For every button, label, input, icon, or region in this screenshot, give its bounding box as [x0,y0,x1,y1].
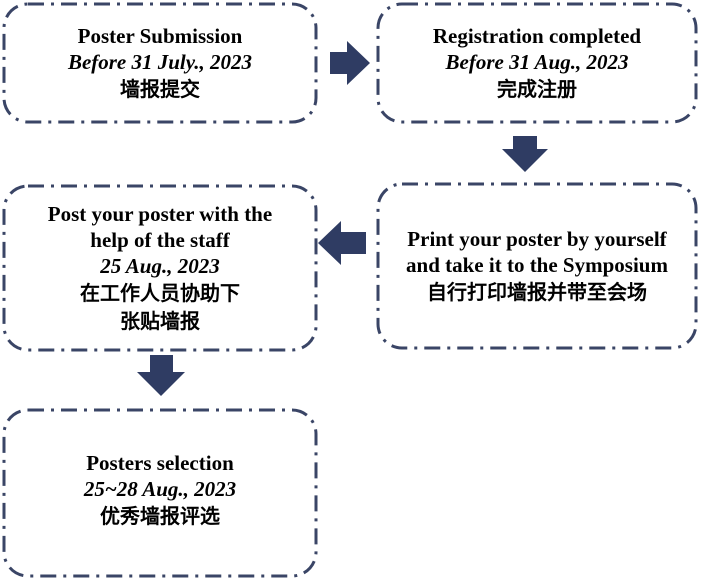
step-2-date: Before 31 Aug., 2023 [445,50,629,74]
step-3-text: Print your poster by yourself and take i… [378,190,696,342]
step-4-date: 25 Aug., 2023 [100,254,220,278]
step-3-title: Print your poster by yourself [407,227,667,251]
step-4-cn-line2: 张贴墙报 [120,309,200,333]
step-2-cn: 完成注册 [497,77,577,101]
box-posters-selection [2,408,318,578]
step-4-text: Post your poster with the help of the st… [4,190,316,346]
step-5-date: 25~28 Aug., 2023 [83,477,237,501]
arrow-down-icon [137,355,185,396]
box-registration [376,2,698,124]
arrow-right-icon [330,41,370,85]
box-print-poster [376,182,698,350]
step-4-title-line2: help of the staff [90,228,230,252]
step-1-text: Poster Submission Before 31 July., 2023 … [4,10,316,116]
step-4-title: Post your poster with the [47,202,273,226]
step-5-title: Posters selection [86,451,234,475]
step-3-title-line2: and take it to the Symposium [406,253,668,277]
step-3-cn: 自行打印墙报并带至会场 [427,280,647,304]
step-2-text: Registration completed Before 31 Aug., 2… [378,10,696,116]
step-2-title: Registration completed [432,24,642,48]
step-1-date: Before 31 July., 2023 [67,50,253,74]
box-post-poster [2,184,318,352]
box-poster-submission [2,2,318,124]
step-1-cn: 墙报提交 [120,77,200,101]
arrow-left-icon [318,221,366,265]
step-4-cn: 在工作人员协助下 [80,281,240,305]
arrow-down-icon [502,136,548,172]
step-5-text: Posters selection 25~28 Aug., 2023 优秀墙报评… [4,430,316,550]
step-1-title: Poster Submission [77,24,243,48]
step-5-cn: 优秀墙报评选 [100,504,220,528]
